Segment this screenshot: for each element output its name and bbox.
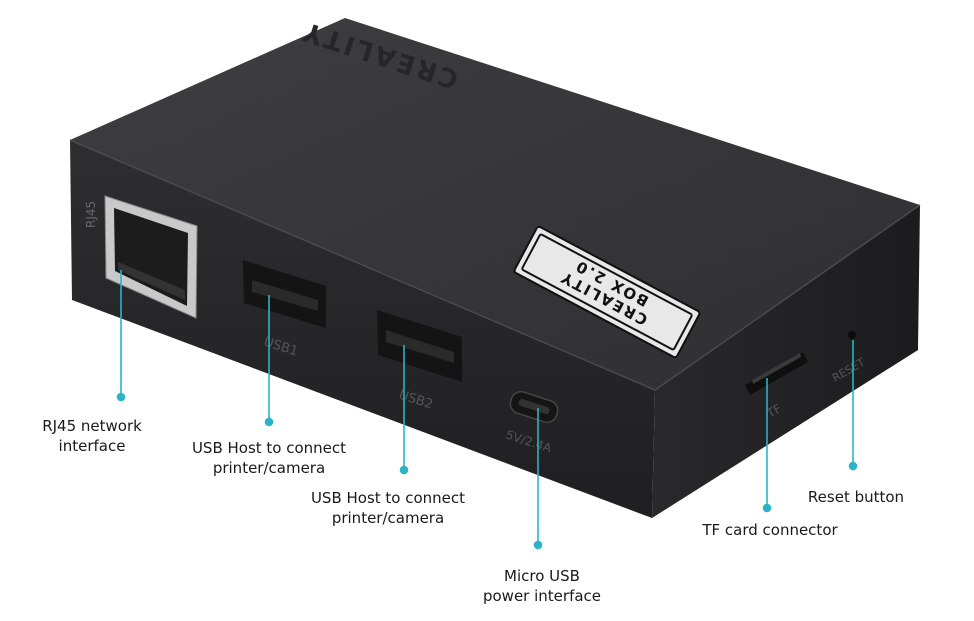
leader-micro-usb (533, 408, 543, 550)
model-sticker: CREALITY BOX 2.0 (513, 225, 701, 359)
tf-slot-label: TF (764, 401, 784, 421)
tf-card-slot (745, 352, 808, 395)
callout-usb1: USB Host to connect printer/camera (170, 438, 368, 478)
callout-micro-usb-line1: Micro USB (504, 567, 580, 585)
reset-button-hole (848, 331, 856, 339)
micro-usb-port (509, 390, 559, 424)
callout-usb2-line2: printer/camera (331, 509, 445, 527)
leader-usb2 (399, 345, 409, 475)
callout-rj45: RJ45 network interface (12, 416, 172, 456)
rj45-port-label: RJ45 (84, 201, 98, 228)
usb1-port (243, 260, 326, 328)
rj45-port (104, 195, 198, 319)
callout-micro-usb: Micro USB power interface (460, 566, 624, 606)
leader-lines (116, 270, 858, 550)
box-top-face (70, 18, 920, 390)
callout-micro-usb-line2: power interface (482, 587, 602, 605)
leader-tf (762, 378, 772, 513)
leader-rj45 (116, 270, 126, 402)
callout-usb1-line1: USB Host to connect (191, 439, 347, 457)
box-front-face (70, 140, 655, 518)
callout-rj45-line1: RJ45 network (42, 417, 142, 435)
callout-reset: Reset button (792, 487, 920, 507)
callout-usb1-line2: printer/camera (212, 459, 326, 477)
callout-reset-line1: Reset button (807, 488, 905, 506)
callout-tf-card: TF card connector (680, 520, 860, 540)
leader-usb1 (264, 295, 274, 427)
callout-usb2-line1: USB Host to connect (310, 489, 466, 507)
usb2-port (377, 310, 462, 382)
callout-usb2: USB Host to connect printer/camera (290, 488, 486, 528)
callout-rj45-line2: interface (58, 437, 126, 455)
leader-reset (848, 340, 858, 471)
callout-tf-card-line1: TF card connector (702, 521, 838, 539)
